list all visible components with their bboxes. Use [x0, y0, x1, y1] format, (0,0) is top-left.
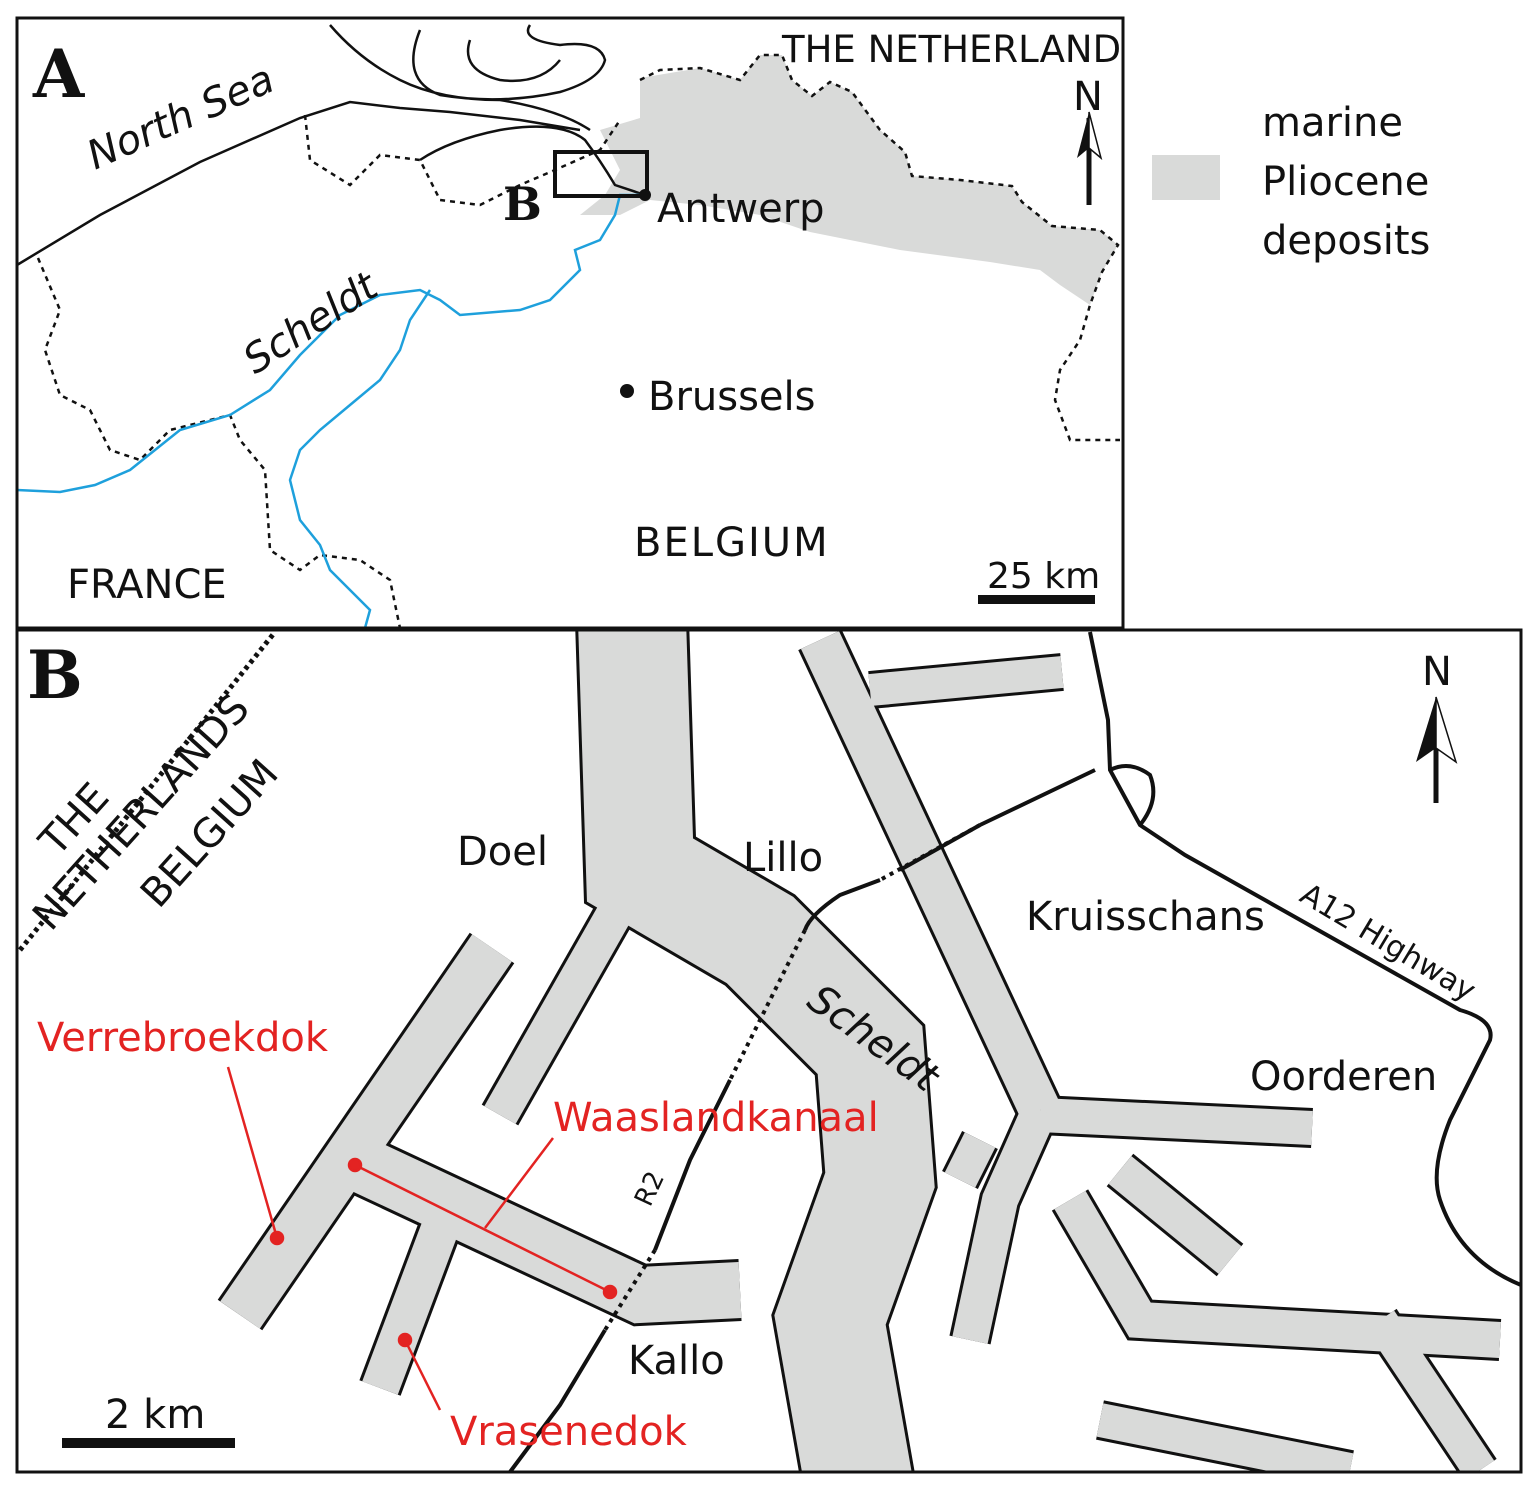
a12-highway-label: A12 Highway [1294, 877, 1482, 1009]
scheldt-label-a: Scheldt [235, 263, 387, 384]
country-borders [36, 53, 1120, 628]
scheldt-river [17, 193, 645, 628]
inset-b-box [553, 150, 649, 198]
panel-a-label: A [32, 35, 85, 113]
kruisschans-label: Kruisschans [1026, 894, 1265, 940]
kallo-label: Kallo [628, 1338, 725, 1384]
coastline [17, 24, 646, 267]
waaslandkanaal-label: Waaslandkanaal [553, 1095, 879, 1141]
vrasenedok-label: Vrasenedok [450, 1409, 688, 1455]
panel-a-frame [15, 16, 1125, 630]
north-arrow-icon [1416, 696, 1458, 803]
antwerp-dot [639, 189, 651, 201]
scale-bar-b [62, 1438, 235, 1448]
legend-line-3: deposits [1262, 218, 1430, 264]
dock-markers [226, 1066, 618, 1411]
legend: marine Pliocene deposits [1152, 100, 1430, 264]
north-label-b: N [1422, 649, 1452, 695]
pliocene-deposits-area [580, 55, 1118, 305]
legend-swatch-deposits [1152, 155, 1220, 200]
r2-road-tunnel [603, 823, 981, 1332]
north-sea-label: North Sea [80, 56, 281, 179]
france-label: FRANCE [67, 562, 227, 608]
panel-b: B THE NETHERLANDS BELGIUM Doel Lillo Kru… [18, 630, 1521, 1472]
legend-line-2: Pliocene [1262, 159, 1429, 205]
scale-label-a: 25 km [987, 556, 1100, 597]
antwerp-label: Antwerp [657, 186, 825, 232]
scale-bar-a [978, 595, 1095, 604]
waterways [220, 630, 1501, 1472]
oorderen-label: Oorderen [1250, 1054, 1437, 1100]
north-arrow-icon [1077, 111, 1103, 205]
lillo-label: Lillo [743, 835, 823, 881]
brussels-label: Brussels [648, 374, 815, 420]
a12-highway [979, 631, 1521, 1287]
r2-label: R2 [629, 1167, 671, 1211]
inset-b-label: B [503, 177, 542, 231]
panel-b-label: B [27, 636, 83, 714]
netherlands-label: THE NETHERLANDS [781, 28, 1145, 71]
panel-b-frame [15, 628, 1523, 1474]
brussels-dot [620, 384, 634, 398]
doel-label: Doel [457, 829, 548, 875]
verrebroekdok-label: Verrebroekdok [37, 1015, 329, 1061]
border-line-b [18, 630, 277, 952]
panel-a: A North Sea THE NETHERLANDS N B Antwerp … [17, 24, 1145, 628]
north-label: N [1073, 74, 1103, 120]
scale-label-b: 2 km [105, 1392, 205, 1438]
belgium-label: BELGIUM [634, 520, 830, 566]
legend-line-1: marine [1262, 100, 1403, 146]
